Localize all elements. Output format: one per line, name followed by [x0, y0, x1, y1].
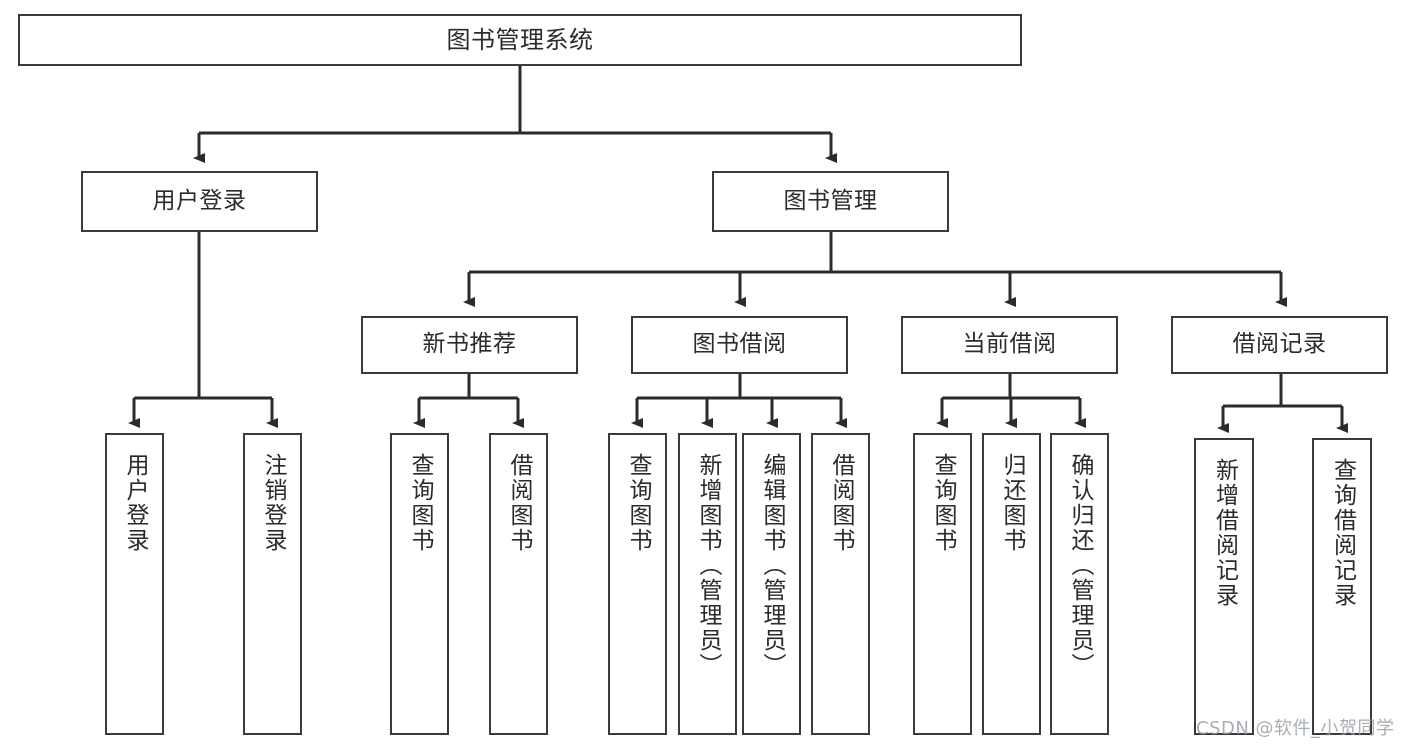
- node-label: 查询借阅记录: [1329, 458, 1356, 608]
- node-current-borrow[interactable]: 当前借阅: [901, 316, 1118, 374]
- leaf-confirm-return-admin[interactable]: 确认归还（管理员）: [1050, 433, 1109, 735]
- node-label: 图书借阅: [692, 331, 787, 358]
- node-user-login[interactable]: 用户登录: [81, 171, 318, 232]
- node-borrow-record[interactable]: 借阅记录: [1171, 316, 1388, 374]
- node-label: 借阅图书: [506, 453, 532, 553]
- node-label: 查询图书: [930, 453, 956, 553]
- leaf-query-book-current[interactable]: 查询图书: [913, 433, 972, 735]
- node-book-borrow[interactable]: 图书借阅: [631, 316, 848, 374]
- node-label: 用户登录: [122, 453, 148, 553]
- node-label: 当前借阅: [962, 331, 1057, 358]
- leaf-borrow-book-recommend[interactable]: 借阅图书: [489, 433, 548, 735]
- node-label: 图书管理: [783, 187, 878, 214]
- leaf-return-book[interactable]: 归还图书: [982, 433, 1041, 735]
- node-root-system[interactable]: 图书管理系统: [18, 14, 1022, 66]
- node-label: 注销登录: [260, 453, 286, 553]
- node-label: 新增图书（管理员）: [695, 453, 721, 678]
- leaf-edit-book-admin[interactable]: 编辑图书（管理员）: [742, 433, 801, 735]
- node-label: 借阅记录: [1232, 331, 1327, 358]
- node-label: 查询图书: [625, 453, 651, 553]
- leaf-query-book-recommend[interactable]: 查询图书: [390, 433, 449, 735]
- leaf-user-login[interactable]: 用户登录: [105, 433, 164, 735]
- node-book-management[interactable]: 图书管理: [712, 171, 949, 232]
- leaf-add-book-admin[interactable]: 新增图书（管理员）: [678, 433, 737, 735]
- leaf-query-borrow-record[interactable]: 查询借阅记录: [1312, 438, 1372, 735]
- leaf-add-borrow-record[interactable]: 新增借阅记录: [1194, 438, 1254, 735]
- node-label: 确认归还（管理员）: [1067, 453, 1093, 678]
- node-label: 图书管理系统: [446, 25, 594, 54]
- node-label: 借阅图书: [828, 453, 854, 553]
- leaf-logout-login[interactable]: 注销登录: [243, 433, 302, 735]
- leaf-borrow-book-borrow[interactable]: 借阅图书: [811, 433, 870, 735]
- node-label: 查询图书: [407, 453, 433, 553]
- node-label: 编辑图书（管理员）: [759, 453, 785, 678]
- node-new-book-recommend[interactable]: 新书推荐: [361, 316, 578, 374]
- node-label: 新增借阅记录: [1211, 458, 1238, 608]
- leaf-query-book-borrow[interactable]: 查询图书: [608, 433, 667, 735]
- watermark-text: CSDN @软件_小贺同学: [1196, 718, 1395, 739]
- node-label: 归还图书: [999, 453, 1025, 553]
- node-label: 新书推荐: [422, 331, 517, 358]
- node-label: 用户登录: [152, 187, 247, 214]
